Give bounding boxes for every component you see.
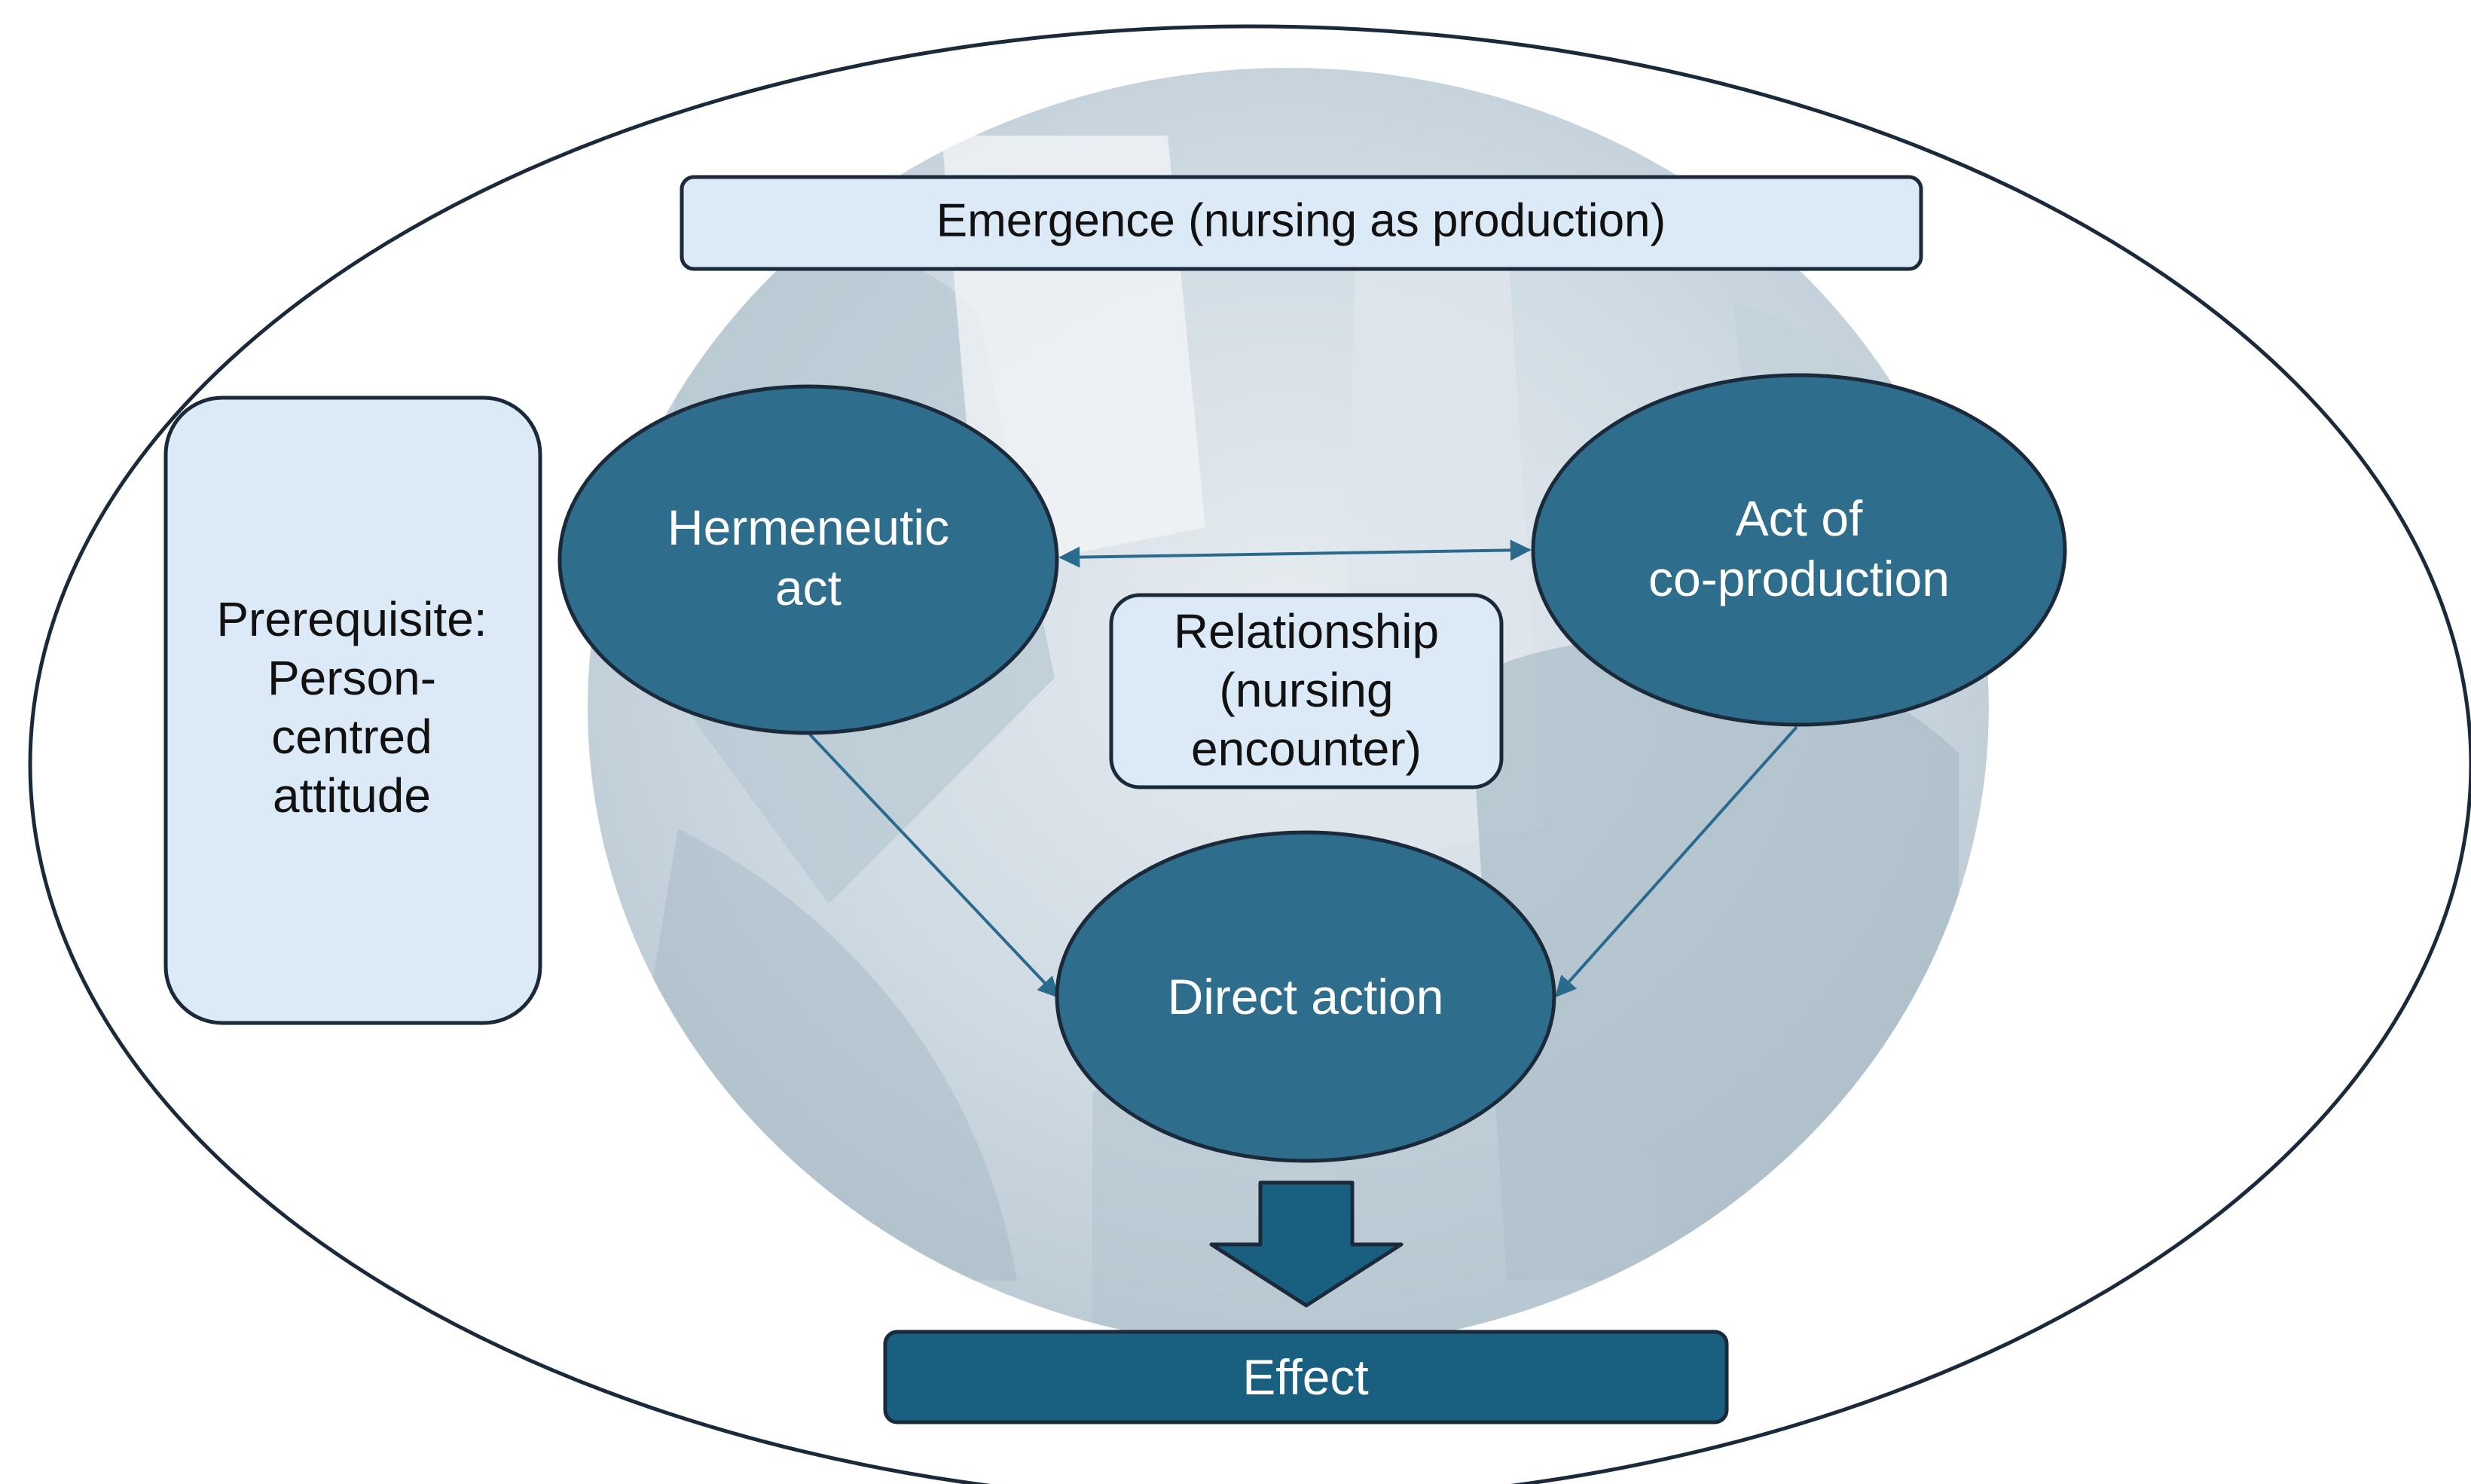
direct-action-label: Direct action xyxy=(1168,969,1444,1024)
arrow-coproduction-direct xyxy=(1555,725,1798,998)
coproduction-line-1: Act of xyxy=(1736,490,1863,546)
prerequisite-box: Prerequisite: Person- centred attitude xyxy=(163,395,542,1025)
down-arrow-icon xyxy=(1209,1180,1403,1308)
effect-box: Effect xyxy=(883,1330,1729,1424)
coproduction-node: Act of co-production xyxy=(1531,373,2067,727)
relationship-box: Relationship (nursing encounter) xyxy=(1109,593,1504,789)
emergence-box: Emergence (nursing as production) xyxy=(680,175,1923,271)
prerequisite-line-1: Prerequisite: xyxy=(216,592,487,646)
prerequisite-line-3: centred xyxy=(271,710,432,764)
prerequisite-line-2: Person- xyxy=(267,651,436,705)
relationship-line-3: encounter) xyxy=(1191,722,1422,776)
relationship-line-2: (nursing xyxy=(1219,663,1393,717)
arrow-hermeneutic-coproduction xyxy=(1058,539,1532,568)
arrow-hermeneutic-direct xyxy=(808,733,1059,999)
emergence-label: Emergence (nursing as production) xyxy=(936,195,1666,247)
relationship-line-1: Relationship xyxy=(1174,604,1439,658)
direct-action-node: Direct action xyxy=(1055,830,1556,1163)
hermeneutic-line-1: Hermeneutic xyxy=(667,499,949,555)
effect-label: Effect xyxy=(1242,1349,1369,1405)
coproduction-line-2: co-production xyxy=(1648,551,1950,606)
hermeneutic-act-node: Hermeneutic act xyxy=(557,384,1059,735)
hermeneutic-line-2: act xyxy=(775,560,841,615)
prerequisite-line-4: attitude xyxy=(273,768,431,823)
